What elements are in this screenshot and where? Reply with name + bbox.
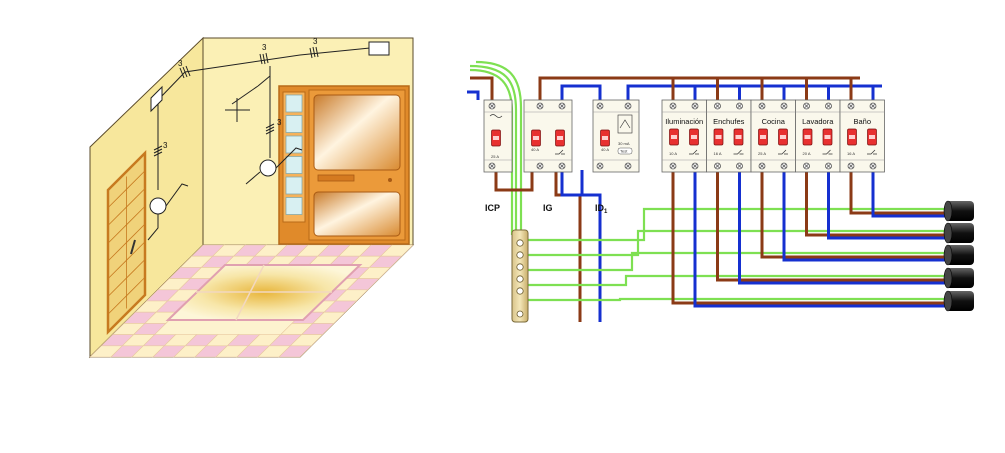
circuit-neutral-out [738, 172, 948, 285]
id-test-button [617, 147, 633, 155]
circuit-phase-out [805, 172, 948, 237]
circuit-breaker-4: Baño 16 A [839, 99, 885, 173]
earth-screw [516, 275, 524, 283]
circuit-label-2: Cocina [762, 117, 786, 126]
conductor-mark-5: 3 [277, 118, 282, 127]
circuit-phase-out [716, 172, 948, 282]
icp-device: 25 A [483, 99, 513, 173]
earth-line [528, 274, 948, 287]
window-pane [285, 197, 303, 215]
phase-bus [538, 76, 860, 100]
output-cable-0 [943, 290, 974, 312]
id-device: 40 A 30 mA Test [592, 99, 640, 173]
window-pane [285, 176, 303, 195]
circuit-phase-out [849, 172, 948, 215]
output-cable-2 [943, 244, 974, 266]
ig-label: IG [543, 203, 553, 213]
circuit-neutral-out [871, 172, 948, 218]
id-sensitivity: 30 mA [618, 141, 630, 146]
room-illustration: 3 3 3 3 3 [88, 36, 415, 359]
circuit-label-4: Baño [853, 117, 871, 126]
circuit-neutral-out [693, 172, 948, 308]
window-pane [285, 156, 303, 174]
conductor-mark-1: 3 [178, 59, 183, 68]
conductor-mark-3: 3 [313, 37, 318, 46]
distribution-panel: 25 A 40 A 40 A 30 mA Test Iluminación 10 A Ench… [467, 60, 974, 323]
output-cable-3 [943, 222, 974, 244]
earth-screw [516, 263, 524, 271]
output-cable-1 [943, 267, 974, 289]
floor-tile [278, 345, 313, 358]
circuit-breaker-0: Iluminación 10 A [661, 99, 707, 173]
earth-line [528, 251, 948, 272]
earth-screw [516, 310, 524, 318]
circuit-label-0: Iluminación [665, 117, 703, 126]
earth-line [528, 207, 948, 242]
circuit-rating-0: 10 A [669, 151, 677, 156]
ig-rating: 40 A [531, 147, 539, 152]
icp-rating: 25 A [491, 154, 499, 159]
side-door [106, 149, 147, 336]
ig-device: 40 A [523, 99, 573, 173]
incoming-neutral-wire [467, 90, 480, 100]
circuit-rating-3: 20 A [803, 151, 811, 156]
circuit-phase-out [671, 172, 948, 305]
circuit-rating-4: 16 A [847, 151, 855, 156]
circuit-phase-out [760, 172, 948, 259]
floor-tiles [89, 244, 414, 358]
earth-line [528, 297, 948, 302]
earth-terminal-bar [511, 229, 529, 323]
conductor-mark-2: 3 [262, 43, 267, 52]
circuit-breaker-2: Cocina 25 A [750, 99, 796, 173]
circuit-breaker-3: Lavadora 20 A [795, 99, 841, 173]
incoming-phase-wire [470, 76, 494, 100]
earth-screw [516, 239, 524, 247]
circuit-rating-1: 16 A [714, 151, 722, 156]
id-rating: 40 A [601, 147, 609, 152]
earth-screw [516, 251, 524, 259]
wall-wiring [147, 41, 390, 241]
icp-label: ICP [485, 203, 500, 213]
id-test-label: Test [620, 149, 628, 154]
circuit-rating-2: 25 A [758, 151, 766, 156]
circuit-neutral-out [827, 172, 948, 240]
earth-line [528, 229, 948, 257]
circuit-label-3: Lavadora [802, 117, 834, 126]
output-cable-4 [943, 200, 974, 222]
window-pane [285, 115, 303, 133]
circuit-neutral-out [782, 172, 948, 262]
circuit-breaker-1: Enchufes 16 A [706, 99, 752, 173]
window-pane [285, 94, 303, 113]
neutral-bus [560, 84, 882, 100]
conductor-mark-4: 3 [163, 141, 168, 150]
circuit-label-1: Enchufes [713, 117, 745, 126]
back-door [278, 85, 410, 245]
earth-screw [516, 287, 524, 295]
id-label: ID1 [595, 203, 608, 215]
